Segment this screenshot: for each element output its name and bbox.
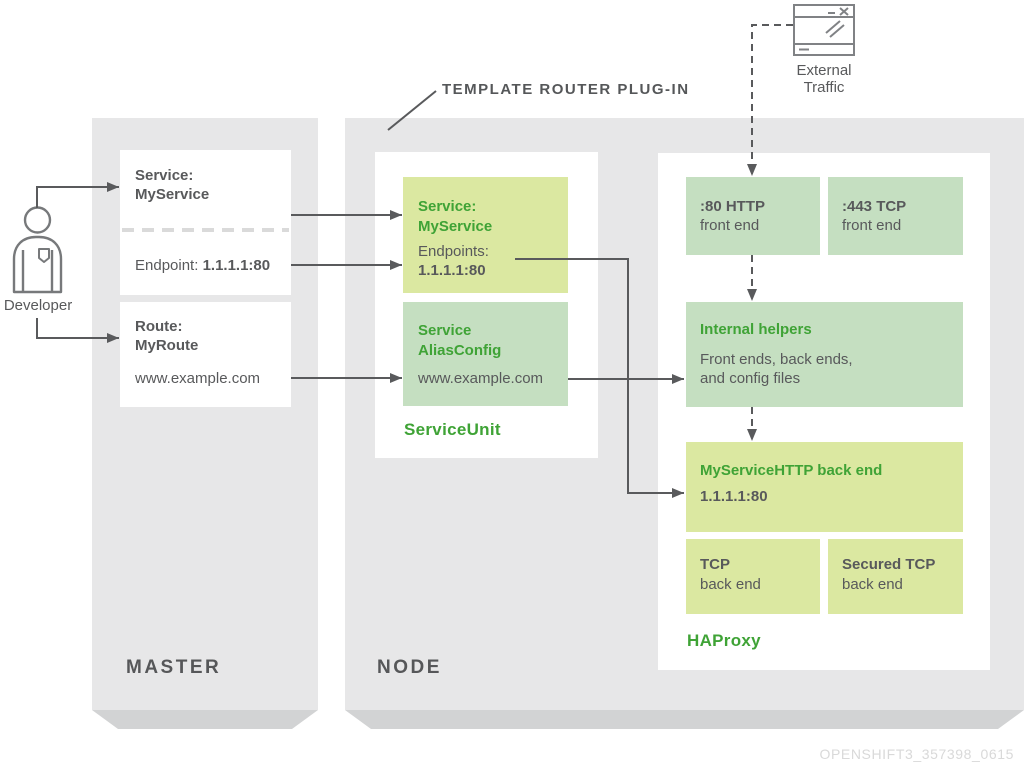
tcp-backend-box [686, 539, 820, 614]
tcp-frontend-subtitle: front end [842, 217, 902, 234]
http-frontend-box [686, 177, 820, 255]
tcp-backend-subtitle: back end [700, 576, 761, 593]
tcp-frontend-title: :443 TCP [842, 198, 907, 215]
master-service-title: Service: MyService [135, 167, 210, 203]
master-service-box [120, 150, 291, 295]
developer-label: Developer [3, 297, 73, 314]
browser-window-icon [793, 4, 855, 56]
secured-tcp-backend-box [828, 539, 963, 614]
master-endpoint-text: Endpoint: 1.1.1.1:80 [135, 257, 271, 274]
node-panel-bevel [345, 710, 1024, 729]
internal-helpers-desc2: and config files [700, 370, 801, 387]
node-label: NODE [377, 657, 442, 678]
internal-helpers-title: Internal helpers [700, 321, 812, 338]
master-label: MASTER [126, 657, 222, 678]
internal-helpers-box [686, 302, 963, 407]
su-alias-title: Service AliasConfig [418, 322, 502, 359]
http-frontend-title: :80 HTTP [700, 198, 766, 215]
secured-tcp-backend-subtitle: back end [842, 576, 903, 593]
service-backend-value: 1.1.1.1:80 [700, 488, 768, 505]
master-route-title: Route: MyRoute [135, 318, 199, 354]
master-route-box [120, 302, 291, 407]
internal-helpers-desc1: Front ends, back ends, [700, 351, 853, 368]
service-backend-title: MyServiceHTTP back end [700, 462, 883, 479]
master-route-url: www.example.com [135, 370, 261, 387]
su-endpoints-value: 1.1.1.1:80 [418, 262, 486, 279]
secured-tcp-backend-title: Secured TCP [842, 556, 936, 573]
tcp-backend-title: TCP [700, 556, 730, 573]
master-panel-bevel [92, 710, 318, 729]
http-frontend-subtitle: front end [700, 217, 760, 234]
template-router-plugin-label: TEMPLATE ROUTER PLUG-IN [442, 81, 690, 98]
external-traffic-label: External Traffic [796, 62, 852, 96]
developer-icon [12, 206, 63, 294]
su-alias-url: www.example.com [418, 370, 544, 387]
watermark-text: OPENSHIFT3_357398_0615 [819, 746, 1014, 762]
su-endpoints-label: Endpoints: [418, 243, 489, 260]
tcp-frontend-box [828, 177, 963, 255]
service-unit-label: ServiceUnit [404, 420, 501, 439]
su-service-title: Service: MyService [418, 198, 493, 235]
service-backend-box [686, 442, 963, 532]
haproxy-label: HAProxy [687, 631, 761, 650]
